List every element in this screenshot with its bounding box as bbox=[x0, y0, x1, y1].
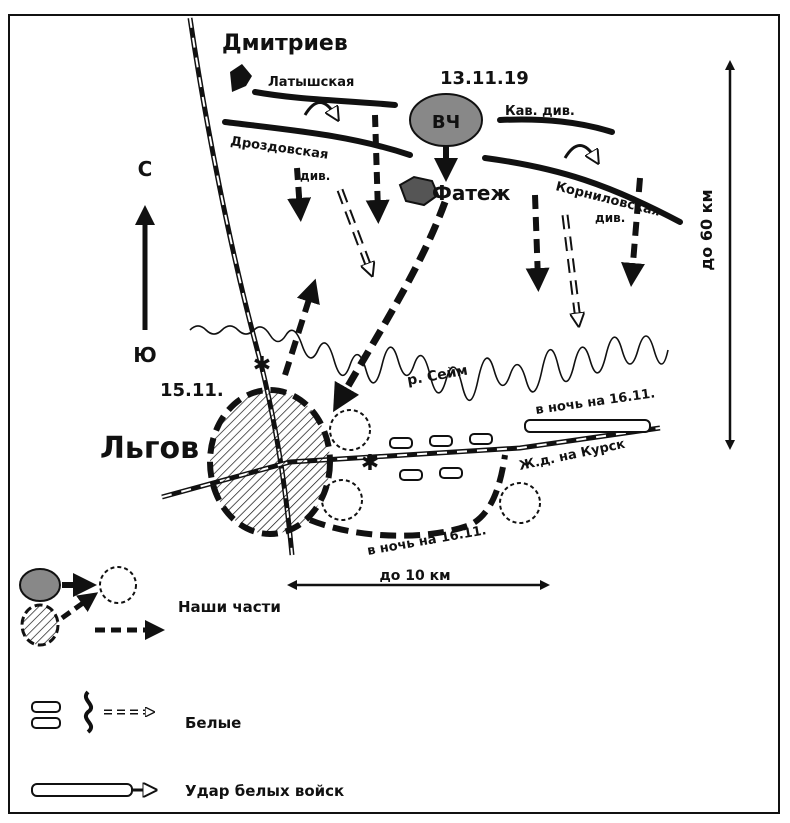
legend-strike-label: Удар белых войск bbox=[185, 782, 344, 800]
vch-label: ВЧ bbox=[432, 112, 460, 133]
front-line-cavalry bbox=[497, 116, 615, 135]
advance-arrow-latvian bbox=[365, 114, 390, 224]
front-line-drozdov bbox=[222, 119, 413, 158]
legend-whites-squiggle-icon bbox=[84, 690, 94, 734]
seim-label: р. Сейм bbox=[406, 363, 469, 389]
lgov-town bbox=[207, 387, 333, 537]
horizontal-distance-label: до 10 км bbox=[379, 568, 450, 584]
legend: Наши части Белые Удар белых войск bbox=[19, 566, 344, 800]
horizontal-distance-scale: до 10 км bbox=[287, 568, 550, 590]
vertical-distance-label: до 60 км bbox=[697, 189, 716, 270]
legend-whites-label: Белые bbox=[185, 714, 241, 732]
legend-ours-dashed-arrow-icon bbox=[60, 592, 99, 621]
drozdov-label: Дроздовская bbox=[229, 134, 329, 163]
dmitriev-label: Дмитриев bbox=[222, 31, 348, 56]
drozdov-abbr-label: див. bbox=[300, 169, 330, 183]
counter-arrow-cavalry bbox=[563, 144, 595, 159]
lgov-date-label: 15.11. bbox=[160, 380, 224, 401]
lgov-label: Льгов bbox=[100, 431, 199, 466]
compass-north-label: С bbox=[138, 157, 153, 181]
white-unit-circle-2 bbox=[321, 479, 363, 521]
advance-arrow-kornilov-2 bbox=[621, 177, 645, 287]
white-armored-train bbox=[389, 419, 651, 481]
compass-south-label: Ю bbox=[133, 343, 156, 367]
map-frame bbox=[8, 14, 780, 814]
white-retreat-arrow-1-inner bbox=[338, 189, 370, 270]
legend-whites-train-icon bbox=[31, 701, 61, 713]
advance-arrow-fatezh bbox=[333, 200, 449, 413]
legend-whites-train-icon-2 bbox=[31, 717, 61, 729]
white-unit-circle-3 bbox=[499, 482, 541, 524]
latvian-label: Латышская bbox=[268, 75, 354, 90]
advance-arrow-south bbox=[308, 454, 508, 539]
vch-unit: ВЧ bbox=[409, 93, 483, 147]
legend-ours-town-icon bbox=[20, 603, 60, 647]
night-east-label: в ночь на 16.11. bbox=[534, 386, 656, 418]
cavalry-label: Кав. див. bbox=[505, 104, 575, 119]
advance-arrow-lgov-north bbox=[282, 278, 320, 376]
fatezh-label: Фатеж bbox=[432, 181, 510, 205]
legend-strike-train-icon bbox=[31, 783, 133, 797]
white-retreat-arrow-2-inner bbox=[563, 214, 578, 320]
night-south-label: в ночь на 16.11. bbox=[366, 523, 487, 559]
advance-arrow-kornilov-1 bbox=[525, 194, 550, 292]
legend-ours-label: Наши части bbox=[178, 598, 281, 616]
front-line-latvian bbox=[252, 89, 398, 108]
legend-ours-unit-icon bbox=[19, 568, 61, 602]
vertical-distance-scale: до 60 км bbox=[697, 60, 735, 450]
seim-river bbox=[189, 325, 669, 402]
fatezh-marker bbox=[398, 175, 440, 207]
junction-star-east: ✱ bbox=[361, 451, 379, 476]
fatezh-date-label: 13.11.19 bbox=[440, 68, 529, 89]
white-unit-circle-1 bbox=[329, 409, 371, 451]
dmitriev-marker bbox=[230, 64, 252, 92]
legend-ours-reserve-icon bbox=[99, 566, 137, 604]
counter-arrow-latvian bbox=[303, 101, 335, 116]
advance-arrow-drozdov bbox=[287, 167, 312, 222]
front-line-kornilov bbox=[482, 155, 683, 225]
compass: С Ю bbox=[133, 157, 156, 367]
junction-star-north: ✱ bbox=[253, 353, 271, 378]
kornilov-abbr-label: див. bbox=[595, 211, 625, 225]
